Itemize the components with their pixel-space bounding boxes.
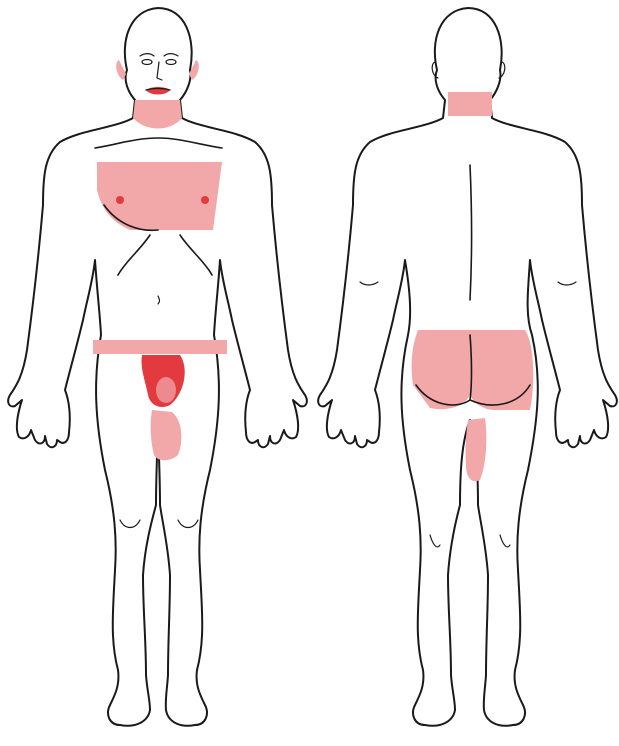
- front-nipple-left: [116, 196, 124, 204]
- front-chest-highlight: [97, 162, 222, 230]
- front-nipple-right: [201, 196, 209, 204]
- front-ear-left-highlight: [116, 60, 126, 80]
- back-figure: [318, 8, 617, 726]
- front-figure: [8, 8, 307, 726]
- front-waistband-highlight: [93, 340, 227, 354]
- back-neck-highlight: [448, 92, 492, 116]
- front-scrotum-shade: [156, 377, 176, 403]
